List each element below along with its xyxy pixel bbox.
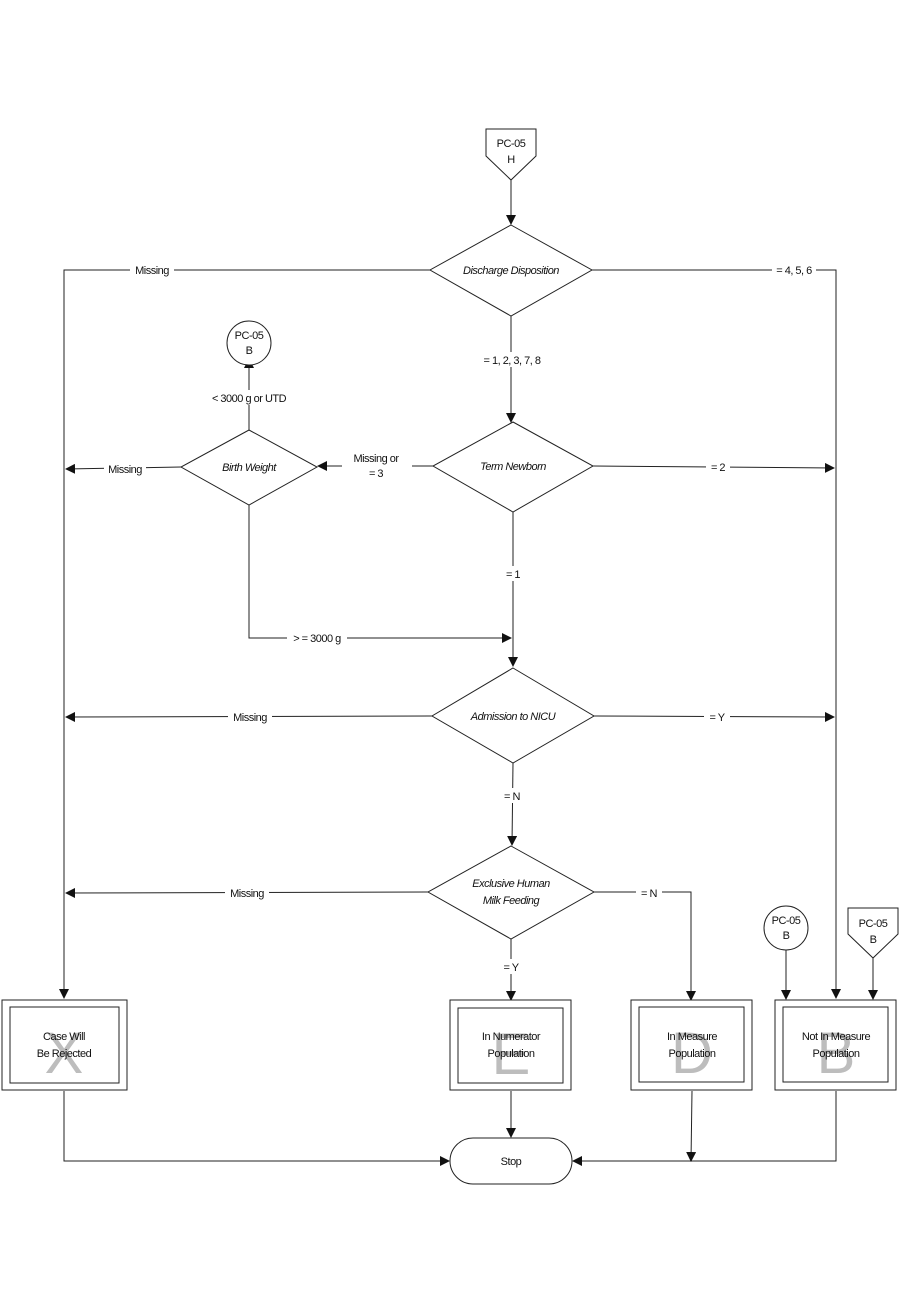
decision-birth-weight[interactable]: Birth Weight <box>179 429 319 506</box>
outcome-label-line1: In Measure <box>667 1031 717 1043</box>
decision-label-line2: Milk Feeding <box>483 895 541 907</box>
label-bw-missing: Missing <box>108 464 142 476</box>
offpage-connector-top[interactable]: PC-05 H <box>485 128 537 181</box>
connector-bw-line2: B <box>246 345 253 357</box>
edge-in-measure-to-stop <box>686 1090 697 1162</box>
outcome-label-line2: Population <box>813 1048 860 1060</box>
outcome-not-in-measure[interactable]: B Not In Measure Population <box>774 999 897 1091</box>
edge-nicu-n <box>507 762 518 846</box>
decision-term-newborn[interactable]: Term Newborn <box>431 421 595 513</box>
edge-not-in-measure-to-stop <box>572 1091 837 1166</box>
edge-rejected-to-stop <box>63 1091 450 1166</box>
outcome-label-line1: In Numerator <box>482 1031 541 1043</box>
outcome-in-measure[interactable]: D In Measure Population <box>630 999 753 1091</box>
connector-entry-circle-line1: PC-05 <box>772 915 801 927</box>
category-watermark: X <box>45 1021 84 1086</box>
connector-circle-birth-weight[interactable]: PC-05 B <box>226 320 272 366</box>
edge-dd-456 <box>592 269 841 999</box>
decision-label: Birth Weight <box>222 462 277 474</box>
terminal-label: Stop <box>501 1156 522 1168</box>
decision-label: Term Newborn <box>480 461 546 473</box>
outcome-label-line1: Not In Measure <box>802 1031 871 1043</box>
edge-milk-n <box>594 891 696 1001</box>
connector-entry-circle-line2: B <box>783 930 790 942</box>
label-dd-456: = 4, 5, 6 <box>776 265 812 277</box>
decision-label: Admission to NICU <box>470 711 556 723</box>
outcome-label-line2: Population <box>669 1048 716 1060</box>
decision-exclusive-milk[interactable]: Exclusive Human Milk Feeding <box>426 845 596 940</box>
label-dd-missing: Missing <box>135 265 169 277</box>
category-watermark: D <box>671 1021 713 1086</box>
label-milk-y: = Y <box>503 962 519 974</box>
label-nicu-n: = N <box>504 791 520 803</box>
label-tn-1: = 1 <box>506 569 520 581</box>
label-tn-missing-line2: = 3 <box>369 468 383 480</box>
edge-bw-ge3000 <box>248 505 512 643</box>
label-milk-n: = N <box>641 888 657 900</box>
label-bw-lt3000: < 3000 g or UTD <box>212 393 287 405</box>
category-watermark: B <box>817 1021 856 1086</box>
connector-bw-line1: PC-05 <box>235 330 264 342</box>
terminal-stop[interactable]: Stop <box>449 1137 573 1185</box>
outcome-rejected[interactable]: X Case Will Be Rejected <box>1 999 128 1091</box>
label-tn-missing-line1: Missing or <box>353 453 399 465</box>
label-tn-2: = 2 <box>711 462 725 474</box>
outcome-label-line1: Case Will <box>43 1031 85 1043</box>
offpage-connector-entry[interactable]: PC-05 B <box>847 907 899 959</box>
outcome-label-line2: Be Rejected <box>37 1048 92 1060</box>
edge-labels: Missing = 4, 5, 6 = 1, 2, 3, 7, 8 Missin… <box>104 262 816 974</box>
label-nicu-missing: Missing <box>233 712 267 724</box>
connector-entry-offpage-line2: B <box>870 934 877 946</box>
connector-entry-offpage-line1: PC-05 <box>859 918 888 930</box>
label-bw-ge3000: > = 3000 g <box>293 633 341 645</box>
connector-top-line1: PC-05 <box>497 138 526 150</box>
decision-label-line1: Exclusive Human <box>472 878 550 890</box>
decision-discharge-disposition[interactable]: Discharge Disposition <box>428 224 594 317</box>
edge-dd-missing <box>59 269 430 999</box>
outcome-label-line2: Population <box>488 1048 535 1060</box>
category-watermark: E <box>492 1022 531 1087</box>
decision-label: Discharge Disposition <box>463 265 559 277</box>
outcome-numerator[interactable]: E In Numerator Population <box>449 999 572 1091</box>
decision-admission-nicu[interactable]: Admission to NICU <box>431 667 595 764</box>
connector-top-line2: H <box>507 154 515 166</box>
label-dd-12378: = 1, 2, 3, 7, 8 <box>483 355 540 367</box>
connector-circle-entry[interactable]: PC-05 B <box>763 905 809 951</box>
label-nicu-y: = Y <box>709 712 725 724</box>
label-milk-missing: Missing <box>230 888 264 900</box>
